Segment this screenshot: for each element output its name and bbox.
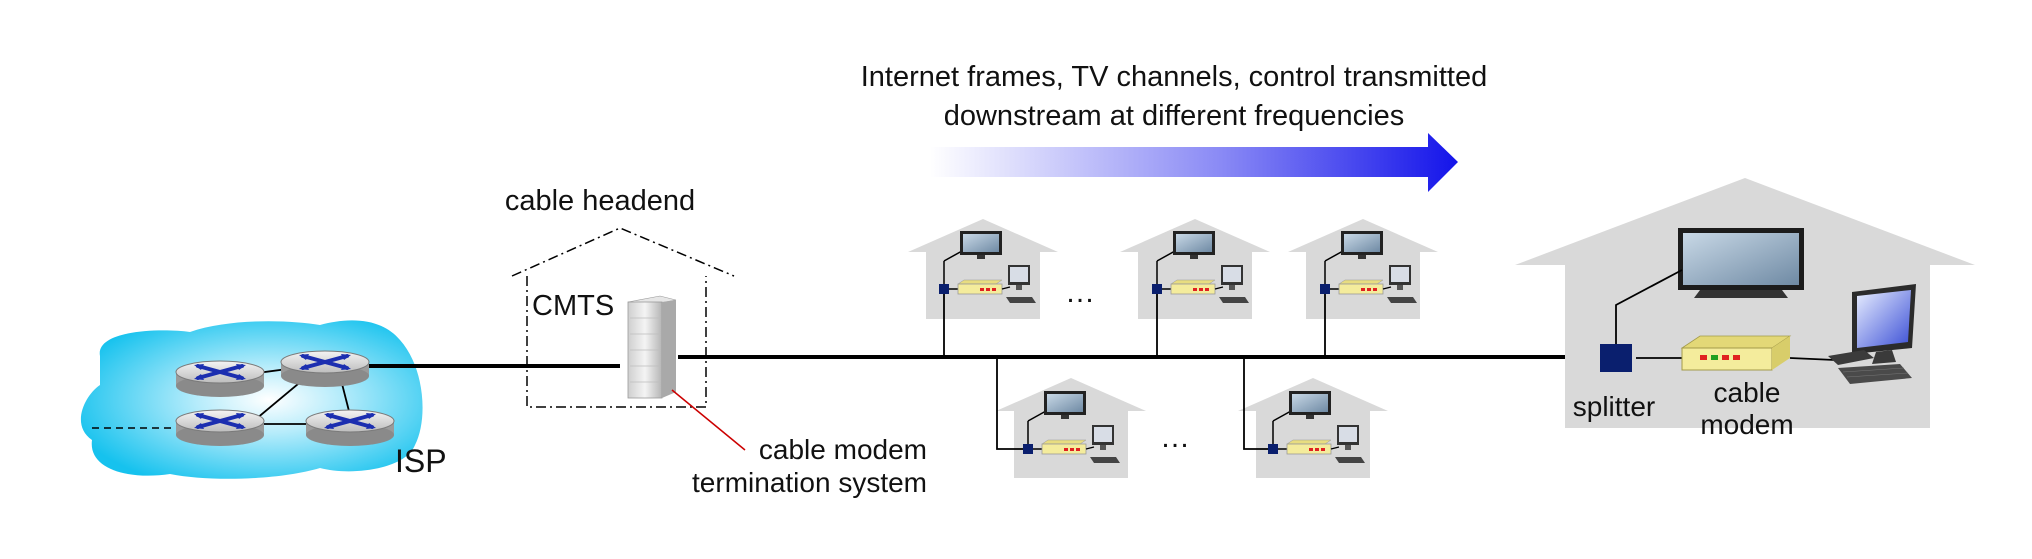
splitter-label: splitter	[1573, 391, 1655, 422]
cmts-callout-line	[671, 389, 746, 451]
router-icon	[304, 408, 396, 448]
headend-building-outline	[511, 227, 735, 408]
cmts-caption-line-1: cable modem	[759, 434, 927, 465]
tv-icon	[1678, 228, 1804, 298]
modem-label-line-1: cable	[1714, 377, 1781, 408]
cmts-label: CMTS	[532, 290, 614, 322]
splitter-to-tv-cable	[1615, 269, 1683, 346]
isp-cloud	[80, 320, 423, 479]
downstream-arrow	[930, 133, 1458, 192]
cmts-rack-icon	[627, 295, 677, 399]
isp-label: ISP	[395, 443, 447, 479]
cable-modem-icon	[1680, 335, 1792, 371]
ellipsis-top: …	[1065, 276, 1095, 309]
router-icon	[174, 408, 266, 448]
desktop-computer-icon	[1828, 284, 1916, 384]
headend-title: cable headend	[505, 185, 695, 217]
splitter-icon	[1600, 344, 1632, 372]
ellipsis-bottom: …	[1160, 421, 1190, 454]
banner-line-1: Internet frames, TV channels, control tr…	[861, 61, 1487, 93]
cmts-caption-line-2: termination system	[692, 467, 927, 498]
router-icon	[174, 359, 266, 399]
router-icon	[279, 349, 371, 389]
banner-line-2: downstream at different frequencies	[944, 100, 1405, 132]
modem-label-line-2: modem	[1700, 409, 1793, 440]
drop-cables	[943, 289, 1326, 450]
modem-to-pc-cable	[1789, 357, 1836, 361]
